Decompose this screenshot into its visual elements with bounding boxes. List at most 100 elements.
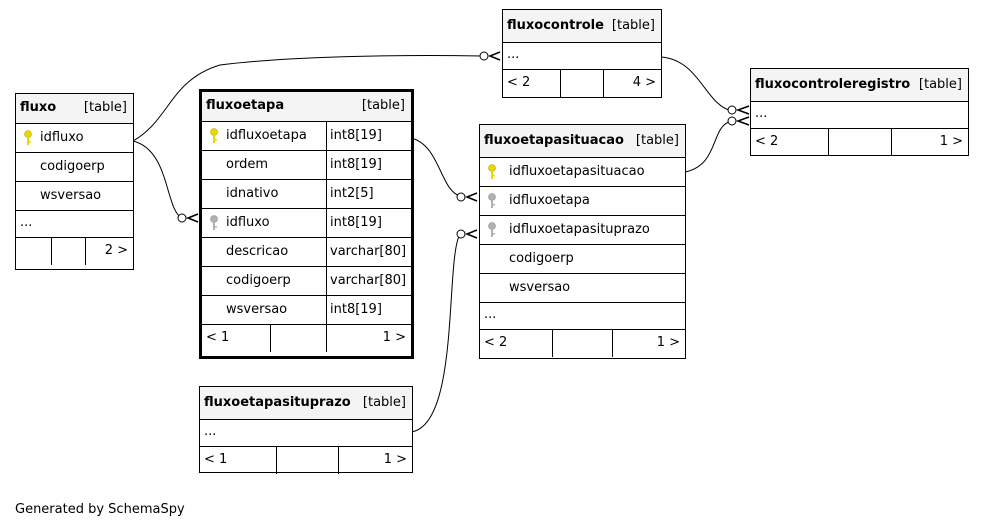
table-fluxocontrole[interactable]: fluxocontrole [table] ... < 2 4 > — [502, 9, 662, 98]
table-name: fluxocontrole — [507, 18, 604, 33]
footer-text: < 1 — [204, 452, 228, 467]
column-divider — [326, 151, 327, 180]
footer-middle — [276, 447, 338, 474]
column-type: varchar[80] — [330, 244, 407, 259]
edge-end-circle — [456, 192, 466, 202]
table-type: [table] — [918, 77, 962, 92]
children-count[interactable]: 2 > — [85, 238, 133, 265]
edge-fluxoetapasituacao-fluxocontroleregistro — [684, 120, 733, 173]
primary-key-icon — [488, 164, 496, 179]
edge-end-circle — [727, 105, 737, 115]
column-name: ordem — [226, 157, 268, 172]
column-name: idnativo — [226, 186, 279, 201]
table-header: fluxo [table] — [16, 94, 133, 124]
edge-crowfoot — [464, 192, 478, 202]
children-count[interactable]: 1 > — [326, 325, 411, 352]
table-fluxoetapasituprazo[interactable]: fluxoetapasituprazo [table] ... < 1 1 > — [199, 386, 413, 474]
column-row: codigoerp — [480, 245, 685, 274]
ellipsis-text: ... — [507, 47, 520, 62]
table-type: [table] — [83, 100, 127, 115]
column-row: idfluxoetapasituprazo — [480, 216, 685, 245]
table-type: [table] — [635, 133, 679, 148]
footer-text: < 2 — [507, 75, 531, 90]
edge-crowfoot — [487, 51, 501, 61]
footer-text: 2 > — [104, 243, 128, 258]
children-count[interactable]: 4 > — [603, 70, 661, 97]
foreign-key-icon — [488, 222, 496, 237]
column-name: wsversao — [226, 302, 288, 317]
table-type: [table] — [361, 98, 405, 113]
table-footer: < 2 4 > — [503, 70, 661, 97]
parents-count[interactable]: < 2 — [751, 129, 828, 156]
ellipsis-text: ... — [484, 307, 497, 322]
column-type: varchar[80] — [330, 273, 407, 288]
footer-middle — [51, 238, 85, 265]
parents-count[interactable]: < 2 — [480, 330, 552, 357]
table-fluxo[interactable]: fluxo [table] idfluxo codigoerp wsversao… — [15, 93, 134, 270]
footer-middle — [560, 70, 603, 97]
edge-end-circle — [456, 229, 466, 239]
column-row: idfluxoetapa int8[19] — [202, 122, 411, 151]
children-count[interactable]: 1 > — [338, 447, 412, 474]
column-type: int8[19] — [330, 157, 382, 172]
column-name: idfluxoetapasituprazo — [509, 222, 650, 237]
table-footer: < 1 1 > — [200, 447, 412, 474]
table-name: fluxocontroleregistro — [755, 77, 911, 92]
column-row: idfluxo int8[19] — [202, 209, 411, 238]
column-name: codigoerp — [509, 251, 574, 266]
parents-count[interactable]: < 1 — [200, 447, 276, 474]
footer-text: < 2 — [755, 134, 779, 149]
column-type: int8[19] — [330, 128, 382, 143]
table-name: fluxoetapasituprazo — [204, 395, 351, 410]
column-row: codigoerp — [16, 153, 133, 182]
table-header: fluxocontroleregistro [table] — [751, 69, 968, 102]
children-count[interactable]: 1 > — [612, 330, 685, 357]
ellipsis-text: ... — [755, 106, 768, 121]
column-row: descricao varchar[80] — [202, 238, 411, 267]
ellipsis-text: ... — [20, 215, 33, 230]
edge-end-circle — [479, 51, 489, 61]
edge-crowfoot — [735, 116, 750, 126]
column-row: idfluxoetapasituacao — [480, 158, 685, 187]
column-name: codigoerp — [40, 159, 105, 174]
more-columns: ... — [16, 211, 133, 238]
table-name: fluxoetapa — [206, 98, 285, 113]
footer-text: < 1 — [206, 330, 230, 345]
column-name: idfluxoetapa — [226, 128, 307, 143]
primary-key-icon — [24, 130, 32, 145]
table-footer: 2 > — [16, 238, 133, 265]
column-name: descricao — [226, 244, 289, 259]
edge-end-circle — [727, 116, 737, 126]
footer-middle — [552, 330, 612, 357]
table-fluxoetapa[interactable]: fluxoetapa [table] idfluxoetapa int8[19]… — [199, 89, 414, 359]
column-row: wsversao int8[19] — [202, 296, 411, 325]
column-divider — [326, 238, 327, 267]
table-fluxoetapasituacao[interactable]: fluxoetapasituacao [table] idfluxoetapas… — [479, 124, 686, 359]
footer-text: 1 > — [383, 452, 407, 467]
table-name: fluxo — [20, 100, 57, 115]
table-header: fluxocontrole [table] — [503, 10, 661, 43]
parents-count[interactable]: < 1 — [202, 325, 270, 352]
column-name: idfluxo — [40, 130, 84, 145]
edge-crowfoot — [735, 105, 750, 115]
edge-crowfoot — [464, 229, 478, 239]
column-divider — [326, 122, 327, 151]
parents-count[interactable]: < 2 — [503, 70, 560, 97]
edge-fluxoetapa-fluxoetapasituacao — [410, 137, 461, 197]
column-row: idnativo int2[5] — [202, 180, 411, 209]
footer-middle — [270, 325, 326, 352]
table-fluxocontroleregistro[interactable]: fluxocontroleregistro [table] ... < 2 1 … — [750, 68, 969, 156]
children-count[interactable]: 1 > — [891, 129, 968, 156]
column-divider — [326, 267, 327, 296]
more-columns: ... — [503, 43, 661, 70]
column-divider — [326, 296, 327, 325]
edge-fluxo-fluxoetapa — [132, 140, 183, 219]
parents-count[interactable] — [16, 238, 51, 265]
edge-fluxo-fluxocontrole — [132, 55, 483, 142]
column-divider — [326, 180, 327, 209]
footer-text: 1 > — [656, 335, 680, 350]
table-footer: < 2 1 > — [480, 330, 685, 357]
footer-text: 1 > — [382, 330, 406, 345]
column-row: idfluxo — [16, 124, 133, 153]
column-divider — [326, 209, 327, 238]
